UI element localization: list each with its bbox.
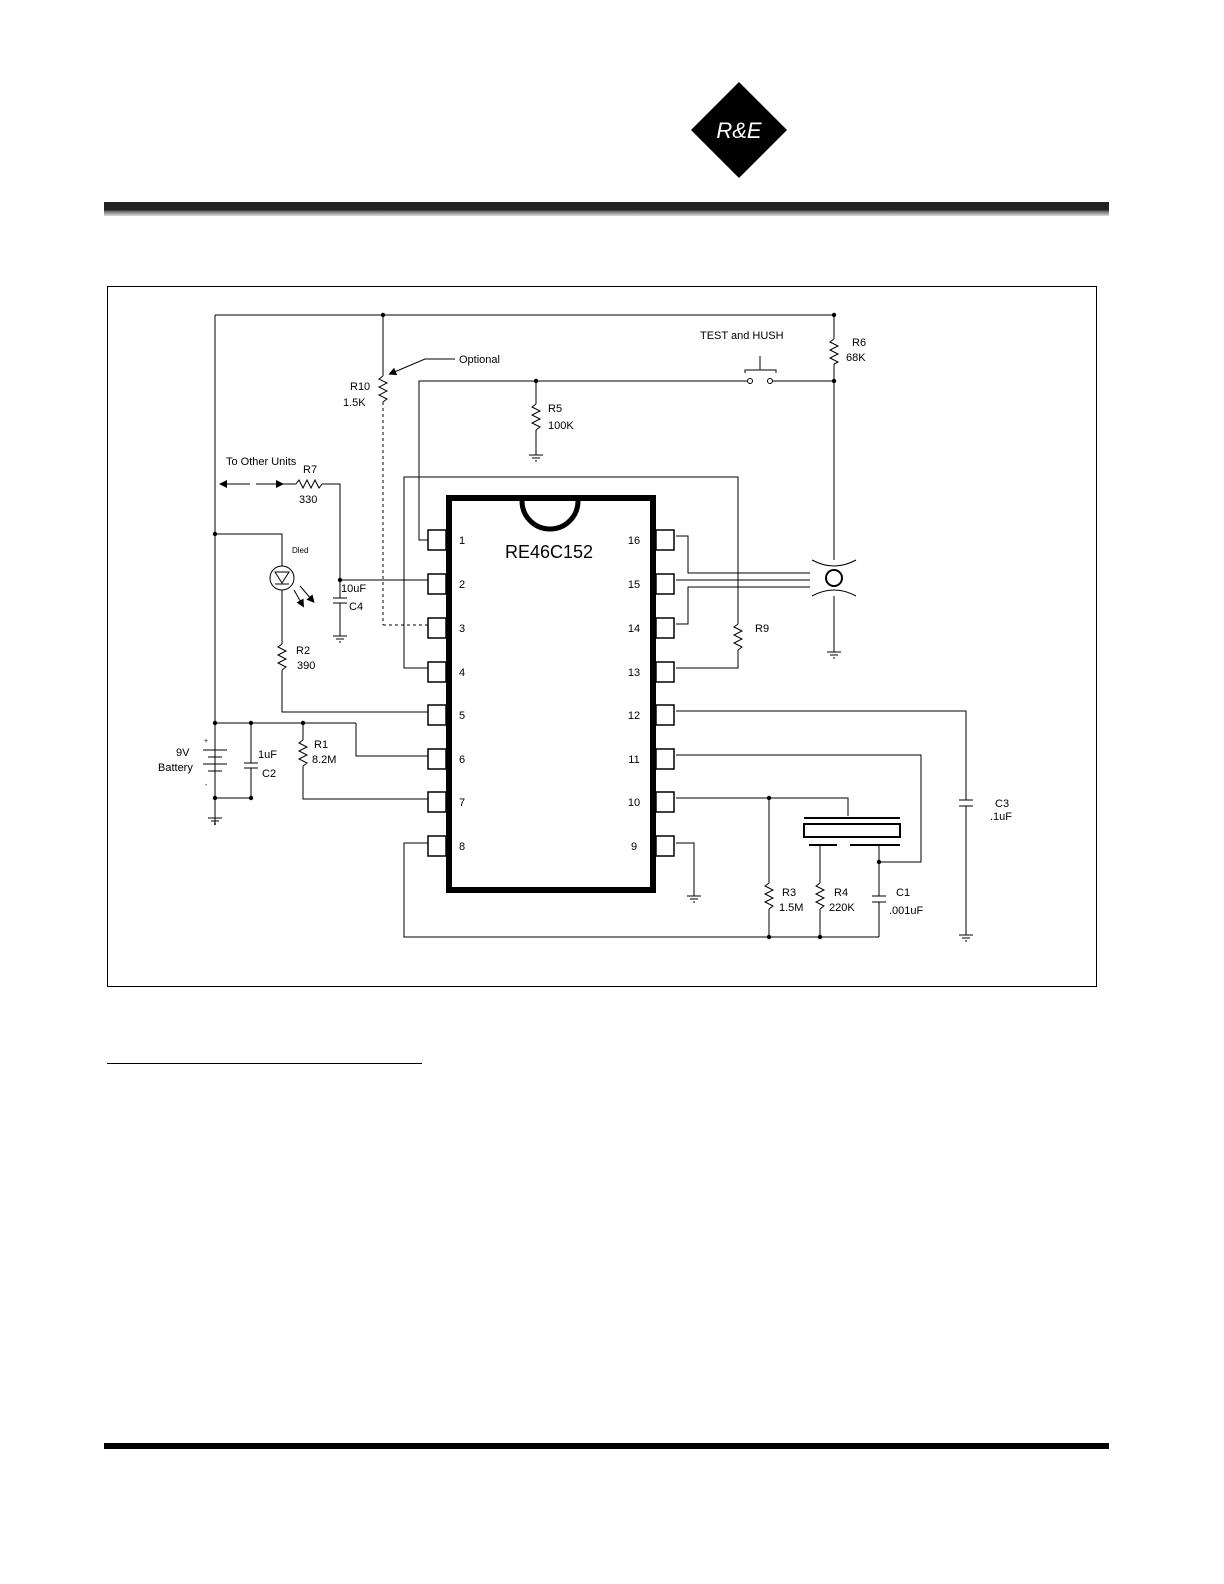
ic-body — [446, 495, 656, 893]
ic-pin-label-13: 13 — [628, 667, 640, 679]
label-c1-name: C1 — [896, 887, 910, 899]
ic-pin-label-7: 7 — [459, 797, 465, 809]
label-optional: Optional — [459, 354, 500, 366]
ic-pin-9 — [655, 835, 675, 857]
ic-pin-label-6: 6 — [459, 754, 465, 766]
label-r2-value: 390 — [297, 660, 315, 672]
ground-pin9 — [687, 895, 701, 903]
ic-pin-7 — [427, 791, 447, 813]
label-c2-value: 1uF — [258, 749, 277, 761]
schematic-frame — [107, 286, 1097, 987]
ic-pin-label-1: 1 — [459, 535, 465, 547]
label-r7-name: R7 — [303, 464, 317, 476]
ic-pin-14 — [655, 617, 675, 639]
r6-resistor — [828, 338, 840, 365]
ic-pin-15 — [655, 573, 675, 595]
label-to-other-units: To Other Units — [226, 456, 297, 468]
ic-notch — [519, 500, 581, 532]
label-r5-value: 100K — [548, 420, 574, 432]
label-c3-value: .1uF — [990, 811, 1012, 823]
label-r6-value: 68K — [846, 352, 866, 364]
ic-pin-1 — [427, 529, 447, 551]
ic-pin-5 — [427, 704, 447, 726]
ic-pin-13 — [655, 661, 675, 683]
ic-pin-label-9: 9 — [631, 841, 637, 853]
label-battery-plus: + — [204, 738, 208, 745]
ic-pin-8 — [427, 835, 447, 857]
piezo-transducer — [803, 823, 901, 838]
label-r6-name: R6 — [852, 337, 866, 349]
r5-resistor — [530, 403, 542, 431]
r4-resistor — [814, 882, 826, 910]
ic-pin-label-16: 16 — [628, 535, 640, 547]
ic-pin-label-12: 12 — [628, 710, 640, 722]
ic-pin-4 — [427, 661, 447, 683]
label-r2-name: R2 — [296, 645, 310, 657]
ic-pin-6 — [427, 748, 447, 770]
ic-pin-label-2: 2 — [459, 579, 465, 591]
ic-pin-16 — [655, 529, 675, 551]
horn-speaker — [825, 569, 843, 587]
optional-pointer — [388, 358, 455, 376]
ground-battery — [208, 817, 222, 825]
ic-pin-3 — [427, 617, 447, 639]
label-r1-name: R1 — [314, 739, 328, 751]
label-test-hush: TEST and HUSH — [700, 330, 784, 342]
label-r7-value: 330 — [299, 494, 317, 506]
label-r4-value: 220K — [829, 902, 855, 914]
ic-pin-11 — [655, 748, 675, 770]
r2-resistor — [276, 643, 288, 671]
label-battery-name: Battery — [158, 762, 193, 774]
label-r3-name: R3 — [782, 887, 796, 899]
ic-pin-label-14: 14 — [628, 623, 640, 635]
ic-pin-2 — [427, 573, 447, 595]
ic-pin-10 — [655, 791, 675, 813]
label-r3-value: 1.5M — [779, 902, 803, 914]
label-r10-value: 1.5K — [343, 397, 366, 409]
test-hush-switch — [744, 369, 777, 373]
label-r5-name: R5 — [548, 403, 562, 415]
label-c1-value: .001uF — [889, 905, 924, 917]
label-r1-value: 8.2M — [312, 754, 336, 766]
ground-horn — [827, 651, 841, 659]
label-r9-name: R9 — [755, 623, 769, 635]
ic-pin-label-8: 8 — [459, 841, 465, 853]
ic-pin-label-3: 3 — [459, 623, 465, 635]
r10-potentiometer — [377, 375, 389, 403]
label-battery-minus: - — [205, 782, 208, 789]
label-r4-name: R4 — [834, 887, 848, 899]
r7-resistor — [295, 478, 323, 490]
caption-rule — [107, 1063, 422, 1064]
ic-pin-label-10: 10 — [628, 797, 640, 809]
r1-resistor — [297, 739, 309, 767]
logo-text: R&E — [716, 118, 762, 143]
label-c2-name: C2 — [262, 768, 276, 780]
r3-resistor — [763, 882, 775, 910]
ground-c4 — [333, 635, 347, 643]
ic-pin-label-15: 15 — [628, 579, 640, 591]
ic-pin-label-5: 5 — [459, 710, 465, 722]
footer-rule — [104, 1443, 1109, 1449]
header-rule — [104, 202, 1109, 216]
ic-right-pins: 16 15 14 13 12 11 10 9 — [628, 529, 675, 857]
led-diode — [269, 565, 295, 591]
ic-pin-label-4: 4 — [459, 667, 465, 679]
ground-c3 — [959, 934, 973, 942]
label-battery-voltage: 9V — [176, 747, 190, 759]
label-r10-name: R10 — [350, 381, 370, 393]
label-led: Dled — [292, 546, 308, 555]
label-c4-name: C4 — [349, 601, 363, 613]
ground-r5 — [529, 454, 543, 462]
ic-pin-12 — [655, 704, 675, 726]
label-c4-value: 10uF — [341, 583, 366, 595]
ic-left-pins: 1 2 3 4 5 6 7 8 — [427, 529, 465, 857]
label-c3-name: C3 — [995, 798, 1009, 810]
re-logo: R&E — [691, 82, 787, 178]
ic-pin-label-11: 11 — [628, 754, 639, 766]
r9-resistor — [732, 623, 744, 651]
ic-part-number: RE46C152 — [505, 542, 593, 562]
